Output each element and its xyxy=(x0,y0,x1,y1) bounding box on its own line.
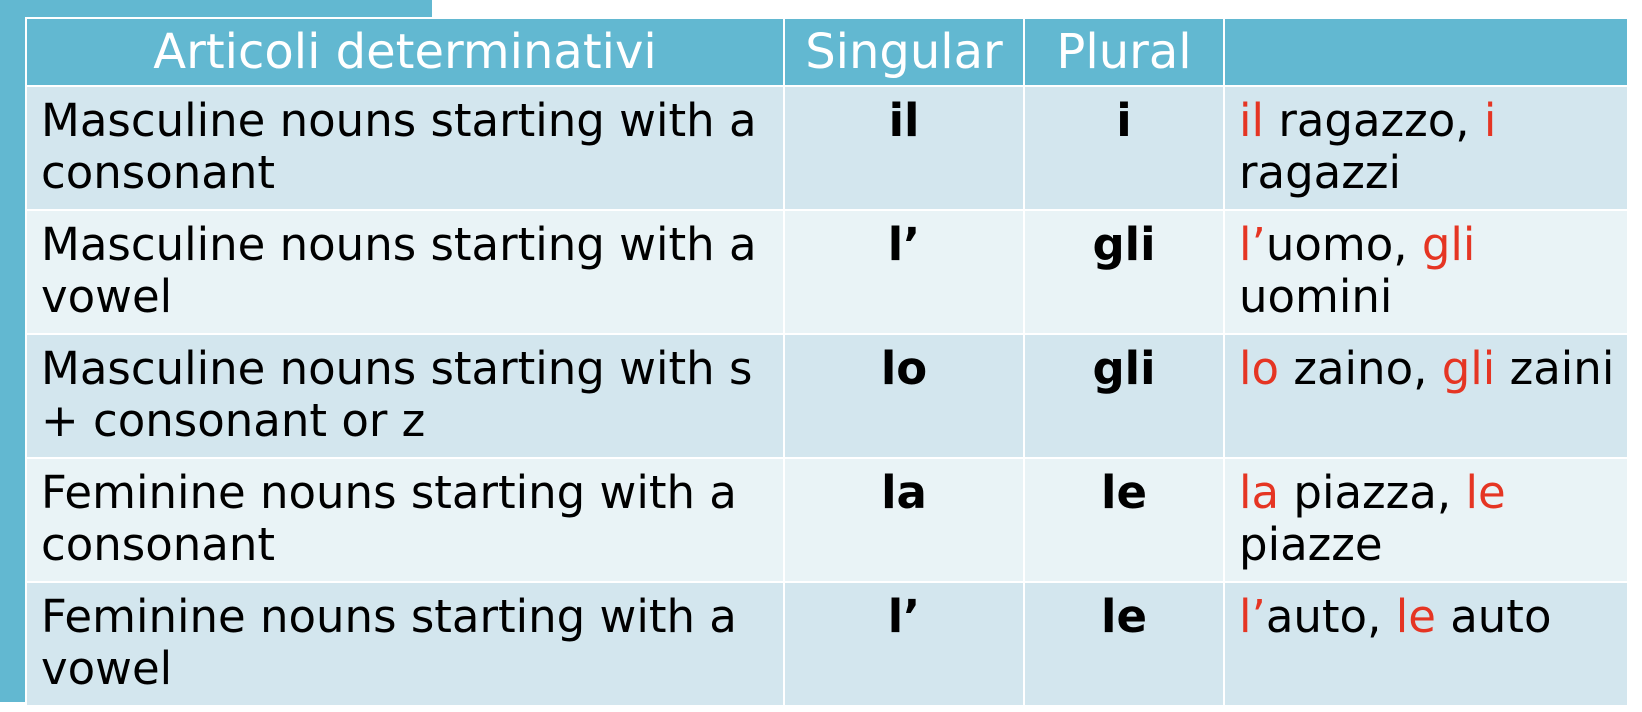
header-singular: Singular xyxy=(783,17,1025,87)
example-plural-article: gli xyxy=(1441,342,1496,395)
example-plural-word: ragazzi xyxy=(1239,146,1401,199)
example-plural-article: le xyxy=(1465,466,1506,519)
header-row: Articoli determinativi Singular Plural xyxy=(25,17,1629,87)
example-plural-article: le xyxy=(1395,590,1436,643)
plural-article: gli xyxy=(1023,209,1225,335)
example-singular-article: lo xyxy=(1239,342,1280,395)
example-singular-word: piazza, xyxy=(1279,466,1466,519)
row-description: Feminine nouns starting with a consonant xyxy=(25,457,785,583)
singular-article: il xyxy=(783,85,1025,211)
singular-article: l’ xyxy=(783,209,1025,335)
plural-article: i xyxy=(1023,85,1225,211)
example-singular-word: ragazzo, xyxy=(1264,94,1484,147)
plural-article: gli xyxy=(1023,333,1225,459)
example-singular-article: la xyxy=(1239,466,1280,519)
plural-article: le xyxy=(1023,457,1225,583)
example-singular-article: l’ xyxy=(1239,218,1266,271)
table-row: Masculine nouns starting with a consonan… xyxy=(25,85,1629,211)
row-description: Masculine nouns starting with a vowel xyxy=(25,209,785,335)
example-singular-article: il xyxy=(1239,94,1265,147)
example-plural-word: uomini xyxy=(1239,270,1393,323)
table-row: Feminine nouns starting with a vowel l’ … xyxy=(25,581,1629,707)
header-plural: Plural xyxy=(1023,17,1225,87)
header-articles: Articoli determinativi xyxy=(25,17,785,87)
row-description: Masculine nouns starting with a consonan… xyxy=(25,85,785,211)
example-plural-word: zaini xyxy=(1495,342,1615,395)
example-singular-word: uomo, xyxy=(1265,218,1422,271)
example-singular-word: auto, xyxy=(1265,590,1396,643)
example-cell: il ragazzo, i ragazzi xyxy=(1223,85,1629,211)
example-plural-article: i xyxy=(1483,94,1497,147)
row-description: Feminine nouns starting with a vowel xyxy=(25,581,785,707)
header-example xyxy=(1223,17,1629,87)
singular-article: lo xyxy=(783,333,1025,459)
singular-article: l’ xyxy=(783,581,1025,707)
example-singular-word: zaino, xyxy=(1279,342,1442,395)
example-cell: l’uomo, gli uomini xyxy=(1223,209,1629,335)
row-description: Masculine nouns starting with s + conson… xyxy=(25,333,785,459)
table-row: Masculine nouns starting with a vowel l’… xyxy=(25,209,1629,335)
example-plural-word: piazze xyxy=(1239,518,1383,571)
example-cell: la piazza, le piazze xyxy=(1223,457,1629,583)
table-row: Feminine nouns starting with a consonant… xyxy=(25,457,1629,583)
singular-article: la xyxy=(783,457,1025,583)
table-row: Masculine nouns starting with s + conson… xyxy=(25,333,1629,459)
articles-table: Articoli determinativi Singular Plural M… xyxy=(25,17,1629,707)
example-plural-article: gli xyxy=(1421,218,1476,271)
example-plural-word: auto xyxy=(1435,590,1552,643)
example-singular-article: l’ xyxy=(1239,590,1266,643)
plural-article: le xyxy=(1023,581,1225,707)
example-cell: l’auto, le auto xyxy=(1223,581,1629,707)
example-cell: lo zaino, gli zaini xyxy=(1223,333,1629,459)
